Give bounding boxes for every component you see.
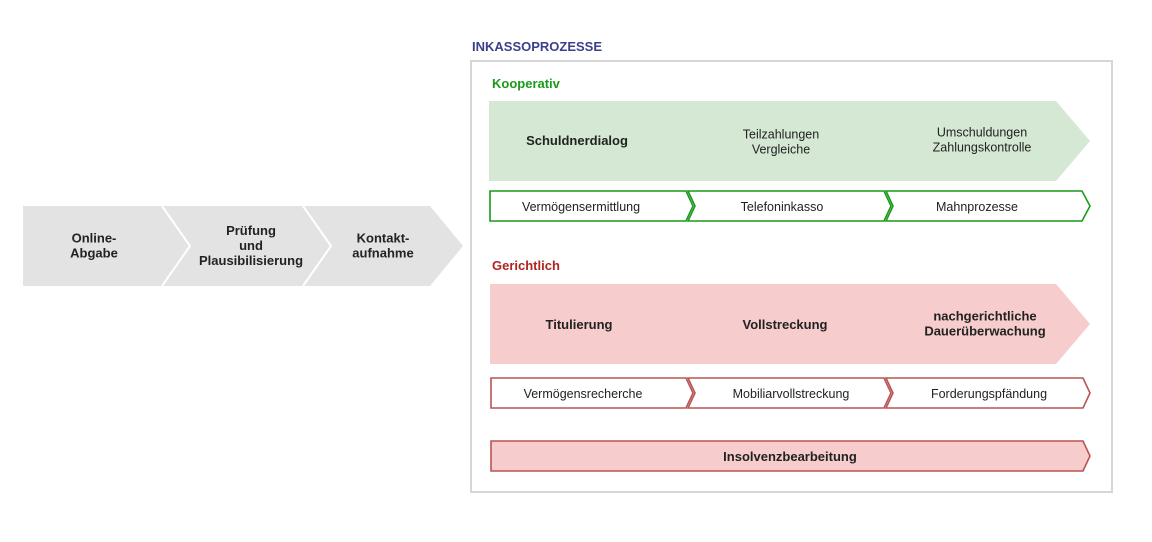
gerichtlich-main-item: Vollstreckung xyxy=(742,317,827,332)
gerichtlich-main-item: Titulierung xyxy=(546,317,613,332)
chevron-divider xyxy=(302,205,333,287)
label-line: Plausibilisierung xyxy=(199,253,303,268)
gerichtlich-sub-item: Vermögensrecherche xyxy=(524,387,643,401)
label-line: und xyxy=(239,238,263,253)
chevron-pruefung xyxy=(162,206,331,286)
label-line: Titulierung xyxy=(546,317,613,332)
gerichtlich-sub-arrow-1 xyxy=(490,377,694,409)
chevron-divider xyxy=(161,205,192,287)
step-online-abgabe-label: Online-Abgabe xyxy=(70,231,118,261)
insolvenz-label: Insolvenzbearbeitung xyxy=(723,449,857,464)
kooperativ-section: Kooperativ Schuldnerdialog Teilzahlungen… xyxy=(489,76,1091,222)
gerichtlich-main-arrow xyxy=(490,284,1090,364)
gerichtlich-sub-arrow-2 xyxy=(686,377,892,409)
kooperativ-sub-arrow-1 xyxy=(489,190,694,222)
kooperativ-sub-item: Vermögensermittlung xyxy=(522,200,640,214)
label-line: Vergleiche xyxy=(752,143,810,157)
kooperativ-label: Kooperativ xyxy=(492,76,561,91)
label-line: Teilzahlungen xyxy=(743,128,819,142)
label-line: Umschuldungen xyxy=(937,126,1027,140)
label-line: aufnahme xyxy=(352,246,413,261)
kooperativ-sub-item: Telefoninkasso xyxy=(741,200,824,214)
step-kontaktaufnahme-label: Kontakt-aufnahme xyxy=(352,231,413,261)
label-line: Online- xyxy=(72,231,117,246)
label-line: Prüfung xyxy=(226,223,276,238)
label-line: Dauerüberwachung xyxy=(924,324,1045,339)
chevron-online-abgabe xyxy=(23,206,190,286)
gerichtlich-sub-item: Mobiliarvollstreckung xyxy=(733,387,850,401)
insolvenz-arrow xyxy=(490,440,1091,472)
kooperativ-main-arrow xyxy=(489,101,1090,181)
label-line: Schuldnerdialog xyxy=(526,133,628,148)
label-line: Vollstreckung xyxy=(742,317,827,332)
label-line: Abgabe xyxy=(70,246,118,261)
gerichtlich-sub-item: Forderungspfändung xyxy=(931,387,1047,401)
label-line: nachgerichtliche xyxy=(933,309,1036,324)
kooperativ-main-item: Schuldnerdialog xyxy=(526,133,628,148)
kooperativ-sub-item: Mahnprozesse xyxy=(936,200,1018,214)
kooperativ-sub-arrow-2 xyxy=(686,190,892,222)
gerichtlich-sub-arrow-3 xyxy=(884,377,1091,409)
inkasso-title: INKASSOPROZESSE xyxy=(472,39,602,54)
label-line: Kontakt- xyxy=(357,231,410,246)
chevron-kontaktaufnahme xyxy=(303,206,463,286)
kooperativ-sub-arrow-3 xyxy=(884,190,1091,222)
gerichtlich-label: Gerichtlich xyxy=(492,258,560,273)
label-line: Zahlungskontrolle xyxy=(933,141,1032,155)
gerichtlich-section: Gerichtlich Titulierung Vollstreckung na… xyxy=(490,258,1091,472)
